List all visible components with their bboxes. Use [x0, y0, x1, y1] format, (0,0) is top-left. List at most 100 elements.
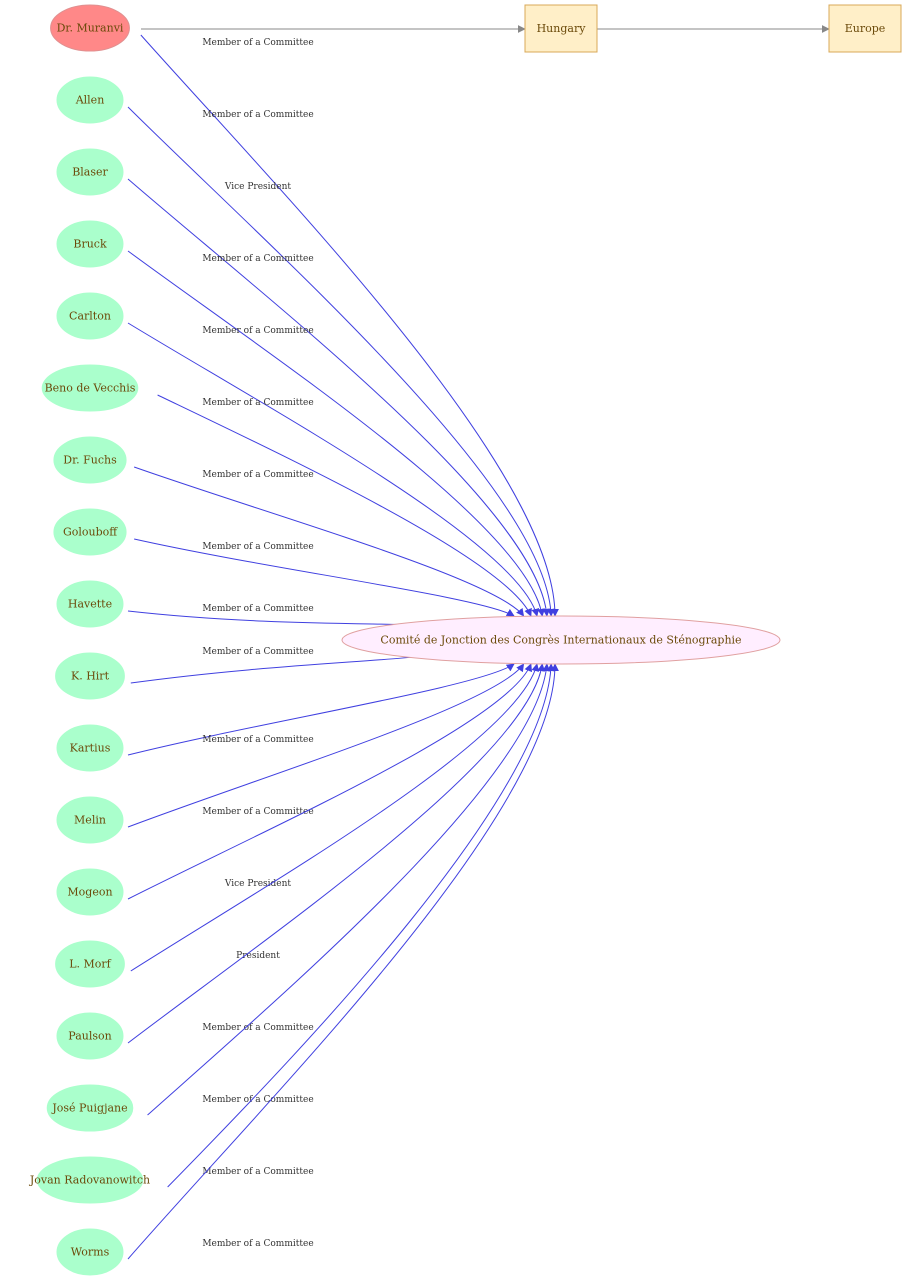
node-shape-muranvi — [50, 4, 130, 52]
node-label-europe: Europe — [845, 22, 886, 35]
node-label-bruck: Bruck — [73, 238, 107, 251]
node-shape-carlton — [56, 292, 124, 340]
edge-radovanowitch-organization — [167, 663, 555, 1188]
edge-kartius-organization — [127, 663, 515, 756]
node-havette[interactable]: Havette — [56, 580, 124, 628]
node-label-blaser: Blaser — [72, 166, 108, 179]
node-shape-paulson — [56, 1012, 124, 1060]
node-shape-worms — [56, 1228, 124, 1276]
node-shape-allen — [56, 76, 124, 124]
edge-golouboff-organization — [134, 538, 515, 617]
node-mogeon[interactable]: Mogeon — [56, 868, 124, 916]
node-europe[interactable]: Europe — [828, 4, 902, 53]
node-melin[interactable]: Melin — [56, 796, 124, 844]
node-kartius[interactable]: Kartius — [56, 724, 124, 772]
node-label-fuchs: Dr. Fuchs — [63, 454, 117, 467]
edge-label-allen: Member of a Committee — [202, 110, 313, 120]
node-organization[interactable]: Comité de Jonction des Congrès Internati… — [341, 615, 781, 665]
edge-label-bruck: Member of a Committee — [202, 254, 313, 264]
node-shape-devecchis — [41, 364, 139, 412]
node-shape-morf — [55, 940, 125, 988]
node-label-radovanowitch: Jovan Radovanowitch — [29, 1174, 150, 1187]
node-radovanowitch[interactable]: Jovan Radovanowitch — [29, 1156, 150, 1204]
edge-fuchs-organization — [133, 466, 525, 617]
node-label-carlton: Carlton — [69, 310, 111, 323]
node-label-organization: Comité de Jonction des Congrès Internati… — [380, 634, 741, 647]
node-shape-organization — [341, 615, 781, 665]
edge-label-muranvi: Member of a Committee — [202, 38, 313, 48]
node-shape-golouboff — [53, 508, 127, 556]
edge-bruck-organization — [127, 250, 546, 617]
node-carlton[interactable]: Carlton — [56, 292, 124, 340]
edge-label-mogeon: Vice President — [224, 879, 292, 889]
edge-label-carlton: Member of a Committee — [202, 326, 313, 336]
edge-label-melin: Member of a Committee — [202, 807, 313, 817]
node-muranvi[interactable]: Dr. Muranvi — [50, 4, 130, 52]
node-shape-fuchs — [53, 436, 127, 484]
edge-label-radovanowitch: Member of a Committee — [202, 1167, 313, 1177]
node-label-worms: Worms — [71, 1246, 110, 1259]
node-label-melin: Melin — [74, 814, 106, 827]
edge-label-puigjane: Member of a Committee — [202, 1095, 313, 1105]
node-shape-hirt — [55, 652, 125, 700]
edge-blaser-organization — [127, 178, 551, 617]
edge-label-worms: Member of a Committee — [202, 1239, 313, 1249]
node-shape-blaser — [56, 148, 124, 196]
edge-label-hirt: Member of a Committee — [202, 647, 313, 657]
edge-worms-organization — [127, 663, 559, 1260]
node-fuchs[interactable]: Dr. Fuchs — [53, 436, 127, 484]
edge-mogeon-organization — [127, 663, 532, 900]
edge-label-blaser: Vice President — [224, 182, 292, 192]
edge-label-kartius: Member of a Committee — [202, 735, 313, 745]
node-shape-bruck — [56, 220, 124, 268]
node-shape-melin — [56, 796, 124, 844]
edge-muranvi-organization — [140, 34, 559, 617]
edge-melin-organization — [127, 663, 525, 828]
node-label-hirt: K. Hirt — [71, 670, 110, 683]
node-allen[interactable]: Allen — [56, 76, 124, 124]
node-shape-radovanowitch — [36, 1156, 144, 1204]
node-hirt[interactable]: K. Hirt — [55, 652, 125, 700]
node-hungary[interactable]: Hungary — [524, 4, 598, 53]
node-devecchis[interactable]: Beno de Vecchis — [41, 364, 139, 412]
node-label-mogeon: Mogeon — [67, 886, 112, 899]
node-label-allen: Allen — [75, 94, 105, 107]
node-shape-havette — [56, 580, 124, 628]
node-label-havette: Havette — [68, 598, 112, 611]
node-worms[interactable]: Worms — [56, 1228, 124, 1276]
node-shape-hungary — [524, 4, 598, 53]
edge-label-fuchs: Member of a Committee — [202, 470, 313, 480]
node-bruck[interactable]: Bruck — [56, 220, 124, 268]
edge-morf-organization — [130, 663, 540, 972]
node-golouboff[interactable]: Golouboff — [53, 508, 127, 556]
node-label-hungary: Hungary — [537, 22, 587, 35]
node-label-paulson: Paulson — [68, 1030, 111, 1043]
edge-label-devecchis: Member of a Committee — [202, 398, 313, 408]
edge-puigjane-organization — [147, 663, 551, 1116]
node-shape-kartius — [56, 724, 124, 772]
edge-hirt-organization — [130, 651, 437, 684]
edge-allen-organization — [127, 106, 555, 617]
node-label-puigjane: José Puigjane — [51, 1102, 127, 1115]
node-label-kartius: Kartius — [70, 742, 111, 755]
edge-label-morf: President — [236, 951, 280, 961]
edge-label-paulson: Member of a Committee — [202, 1023, 313, 1033]
node-label-muranvi: Dr. Muranvi — [57, 22, 124, 35]
node-puigjane[interactable]: José Puigjane — [46, 1084, 134, 1132]
node-shape-europe — [828, 4, 902, 53]
node-blaser[interactable]: Blaser — [56, 148, 124, 196]
edge-devecchis-organization — [157, 394, 532, 617]
node-shape-mogeon — [56, 868, 124, 916]
node-label-morf: L. Morf — [69, 958, 111, 971]
node-label-devecchis: Beno de Vecchis — [45, 382, 136, 395]
node-shape-puigjane — [46, 1084, 134, 1132]
node-morf[interactable]: L. Morf — [55, 940, 125, 988]
edge-carlton-organization — [127, 322, 540, 617]
node-paulson[interactable]: Paulson — [56, 1012, 124, 1060]
edge-label-golouboff: Member of a Committee — [202, 542, 313, 552]
edge-paulson-organization — [127, 663, 546, 1044]
edge-label-havette: Member of a Committee — [202, 604, 313, 614]
